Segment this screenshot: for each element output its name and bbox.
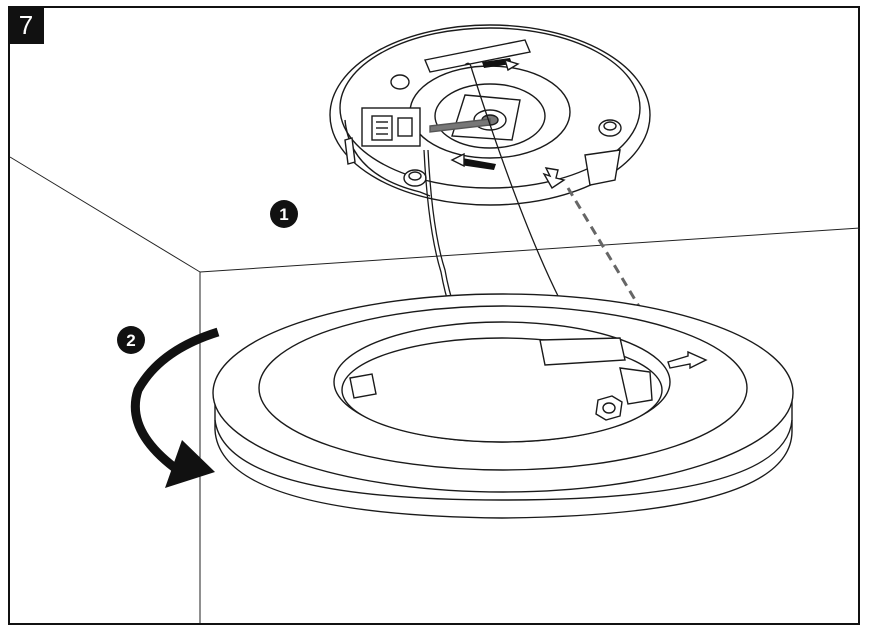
lamp-body xyxy=(212,293,794,519)
callout-1-label: 1 xyxy=(279,205,288,224)
rotate-clockwise-arrow xyxy=(130,327,220,488)
callout-2: 2 xyxy=(117,326,145,354)
room-edges xyxy=(9,156,861,623)
step-number-badge: 7 xyxy=(8,6,44,44)
mounting-base xyxy=(329,24,651,206)
callout-1: 1 xyxy=(270,200,298,228)
callout-2-label: 2 xyxy=(126,331,135,350)
